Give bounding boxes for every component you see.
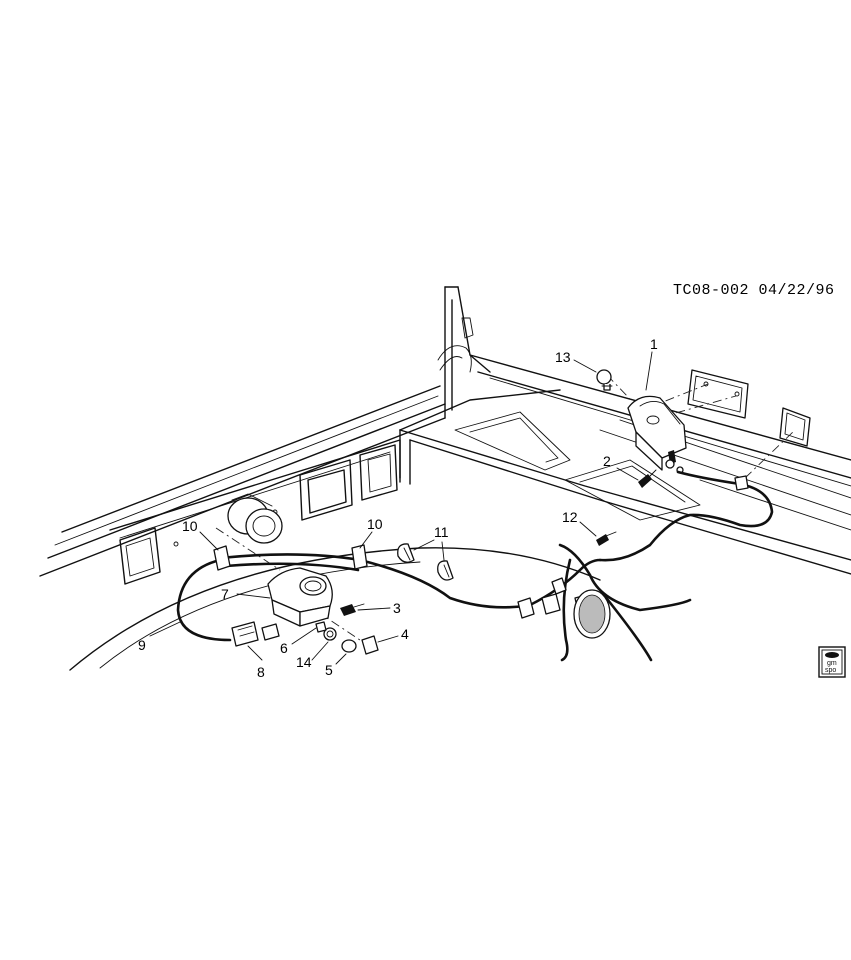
logo-line2: spo	[825, 667, 836, 674]
callout-13: 13	[555, 349, 571, 365]
callout-3: 3	[393, 600, 401, 616]
callout-11: 11	[434, 524, 449, 540]
gasket-lower	[779, 407, 811, 447]
callout-5: 5	[325, 662, 333, 678]
screw-3	[340, 603, 365, 616]
grommet	[573, 589, 611, 639]
clip-10-right	[351, 544, 368, 570]
gm-spo-logo: gm spo	[818, 646, 846, 678]
logo-line1: gm	[827, 660, 837, 667]
gasket-upper	[687, 369, 749, 419]
lamp-wire	[598, 470, 774, 562]
callouts: 1 2 3 4 5 6 7 8 9 10 10 11 12 13 14	[138, 336, 658, 680]
bolt-12	[596, 531, 617, 546]
part-4	[361, 635, 379, 655]
part-6	[315, 621, 327, 633]
bulb	[596, 369, 613, 391]
callout-14: 14	[296, 654, 312, 670]
part-5	[341, 639, 357, 653]
callout-10-left: 10	[182, 518, 198, 534]
callout-10-right: 10	[367, 516, 383, 532]
reference-code: TC08-002 04/22/96	[673, 282, 835, 299]
clip-11-b	[437, 560, 454, 581]
vehicle-body-outline	[39, 286, 851, 671]
connector-8	[231, 621, 259, 647]
sensor-unit	[261, 567, 333, 641]
callout-8: 8	[257, 664, 265, 680]
clip-11-a	[397, 543, 415, 563]
washer-14	[323, 627, 337, 641]
callout-4: 4	[401, 626, 409, 642]
callout-1: 1	[650, 336, 658, 352]
lamp-housing	[627, 395, 687, 474]
screw-2	[638, 469, 657, 488]
leader-lines	[149, 351, 653, 665]
clip-10-left	[213, 545, 231, 571]
callout-9: 9	[138, 637, 146, 653]
callout-7: 7	[221, 586, 229, 602]
callout-6: 6	[280, 640, 288, 656]
callout-2: 2	[603, 453, 611, 469]
wiring-harness	[176, 543, 692, 662]
callout-12: 12	[562, 509, 578, 525]
